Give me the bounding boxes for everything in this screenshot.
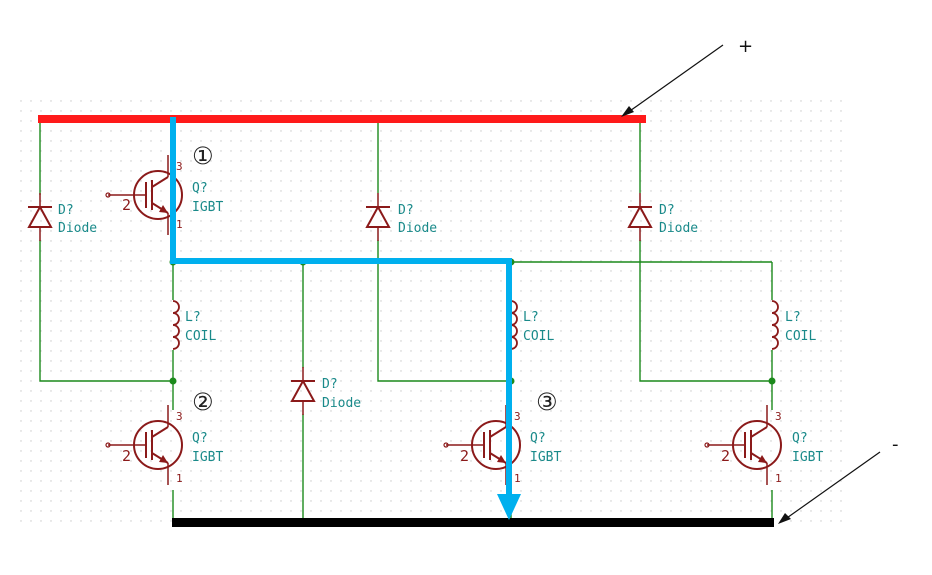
coil-l2[interactable]: L? COIL xyxy=(510,300,554,350)
igbt-q1-pin-e: 1 xyxy=(176,218,183,231)
igbt-q2-value: IGBT xyxy=(192,450,223,465)
current-path xyxy=(170,117,521,520)
igbt-q3-pin-g: 2 xyxy=(460,447,469,465)
coil-l3-ref: L? xyxy=(785,310,801,325)
plus-arrow-icon xyxy=(621,106,634,117)
plus-label: + xyxy=(738,36,753,57)
igbt-q4-pin-e: 1 xyxy=(775,472,782,485)
igbt-q2-pin-c: 3 xyxy=(176,410,183,423)
diode-d3[interactable]: D? Diode xyxy=(627,192,698,242)
diode-d1[interactable]: D? Diode xyxy=(27,192,97,242)
coil-l1[interactable]: L? COIL xyxy=(172,300,216,350)
igbt-q4-ref: Q? xyxy=(792,431,808,446)
igbt-q1[interactable]: 3 2 1 Q? IGBT xyxy=(105,154,223,236)
minus-bus xyxy=(172,518,774,527)
igbt-q1-pin-g: 2 xyxy=(122,196,131,214)
coil-l1-ref: L? xyxy=(185,310,201,325)
plus-bus xyxy=(38,115,646,123)
igbt-q1-value: IGBT xyxy=(192,200,223,215)
igbt-q3-pin-e: 1 xyxy=(514,472,521,485)
igbt-q2-pin-g: 2 xyxy=(122,447,131,465)
coil-l2-ref: L? xyxy=(523,310,539,325)
diode-d2-value: Diode xyxy=(398,221,437,236)
coil-l1-value: COIL xyxy=(185,329,216,344)
igbt-q3-ref: Q? xyxy=(530,431,546,446)
diode-d4-value: Diode xyxy=(322,396,361,411)
igbt-q4-pin-g: 2 xyxy=(721,447,730,465)
step-marker-2: ② xyxy=(192,388,214,416)
step-marker-3: ③ xyxy=(536,388,558,416)
diode-d1-ref: D? xyxy=(58,203,74,218)
coil-l3[interactable]: L? COIL xyxy=(771,300,816,350)
igbt-q4-value: IGBT xyxy=(792,450,823,465)
igbt-q2[interactable]: 3 2 1 Q? IGBT xyxy=(105,404,223,486)
diode-d1-value: Diode xyxy=(58,221,97,236)
minus-label: - xyxy=(892,434,899,455)
diode-d3-ref: D? xyxy=(659,203,675,218)
igbt-q3-value: IGBT xyxy=(530,450,561,465)
igbt-q3[interactable]: 3 2 1 Q? IGBT xyxy=(443,404,561,486)
step-marker-1: ① xyxy=(192,142,214,170)
current-path-arrow-icon xyxy=(497,494,521,520)
coil-l3-value: COIL xyxy=(785,329,816,344)
igbt-q1-pin-c: 3 xyxy=(176,160,183,173)
diode-d3-value: Diode xyxy=(659,221,698,236)
igbt-q1-ref: Q? xyxy=(192,181,208,196)
coil-l2-value: COIL xyxy=(523,329,554,344)
igbt-q4[interactable]: 3 2 1 Q? IGBT xyxy=(704,404,823,486)
plus-annotation: + xyxy=(621,36,753,117)
diode-d4[interactable]: D? Diode xyxy=(290,366,361,416)
igbt-q3-pin-c: 3 xyxy=(514,410,521,423)
igbt-q2-pin-e: 1 xyxy=(176,472,183,485)
diode-d2-ref: D? xyxy=(398,203,414,218)
diode-d4-ref: D? xyxy=(322,377,338,392)
diode-d2[interactable]: D? Diode xyxy=(365,192,437,242)
igbt-q4-pin-c: 3 xyxy=(775,410,782,423)
minus-annotation: - xyxy=(778,434,899,524)
minus-arrow-icon xyxy=(778,513,791,524)
igbt-q2-ref: Q? xyxy=(192,431,208,446)
